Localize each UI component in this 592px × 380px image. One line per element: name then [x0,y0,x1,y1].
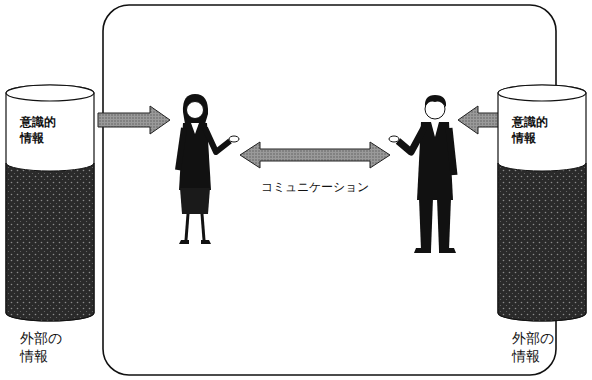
cylinder-label: 意識的 情報 [512,115,562,146]
cylinder-contents [498,163,586,321]
storage-cylinder: 意識的 情報外部の 情報 [496,85,588,370]
woman-figure [178,94,239,244]
input-arrow [458,106,500,134]
cylinder-label: 意識的 情報 [20,115,70,146]
caption-label: 外部の 情報 [512,329,562,365]
cylinder-top [6,85,94,101]
cylinder-top [498,85,586,101]
input-arrow [98,106,170,134]
man-figure [389,95,456,253]
double-arrow [240,142,390,168]
caption-label: 外部の 情報 [20,329,70,365]
cylinder-contents [6,163,94,321]
frame [103,5,556,375]
cylinder-body [498,85,586,321]
arrow-label: コミュニケーション [259,179,371,196]
storage-cylinder: 意識的 情報外部の 情報 [4,85,96,370]
cylinder-body [6,85,94,321]
